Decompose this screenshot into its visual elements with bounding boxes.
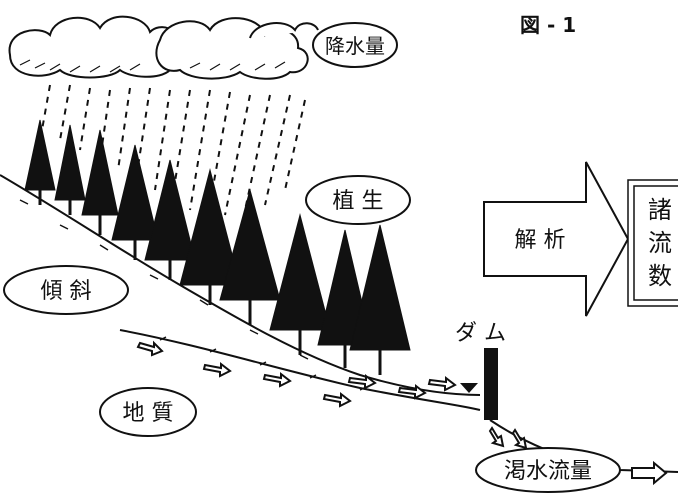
- result-char-1: 諸: [648, 196, 672, 224]
- slope-ellipse: [3, 265, 129, 315]
- flow-arrows: [136, 340, 457, 408]
- geology-ellipse: [99, 387, 197, 437]
- dam-icon: [484, 348, 498, 420]
- low-flow-label: 渇水流量: [504, 459, 592, 484]
- rainfall-label: 降水量: [325, 34, 385, 58]
- geology-label: 地 質: [123, 401, 174, 426]
- cloud-shading: [19, 59, 286, 73]
- analysis-arrow-icon: [483, 161, 630, 317]
- result-box-outer: [627, 179, 678, 307]
- low-flow-ellipse: [475, 447, 621, 493]
- result-char-3: 数: [648, 262, 672, 290]
- vegetation-label: 植 生: [333, 189, 384, 214]
- slope-label: 傾 斜: [41, 279, 92, 304]
- tree-trunks: [38, 190, 382, 375]
- rainfall-ellipse: [312, 22, 398, 68]
- figure-label: 図 - 1: [520, 13, 576, 37]
- dam-label: ダ ム: [455, 321, 506, 346]
- cloud-icon: [8, 15, 319, 80]
- water-level-marker: [460, 383, 478, 393]
- downstream-arrows: [488, 426, 668, 486]
- forest-icon: [24, 119, 411, 351]
- result-box-inner: [633, 185, 678, 301]
- ground-texture: [19, 199, 367, 391]
- vegetation-ellipse: [305, 175, 411, 225]
- result-char-2: 流: [648, 229, 672, 257]
- analysis-label: 解 析: [515, 228, 566, 253]
